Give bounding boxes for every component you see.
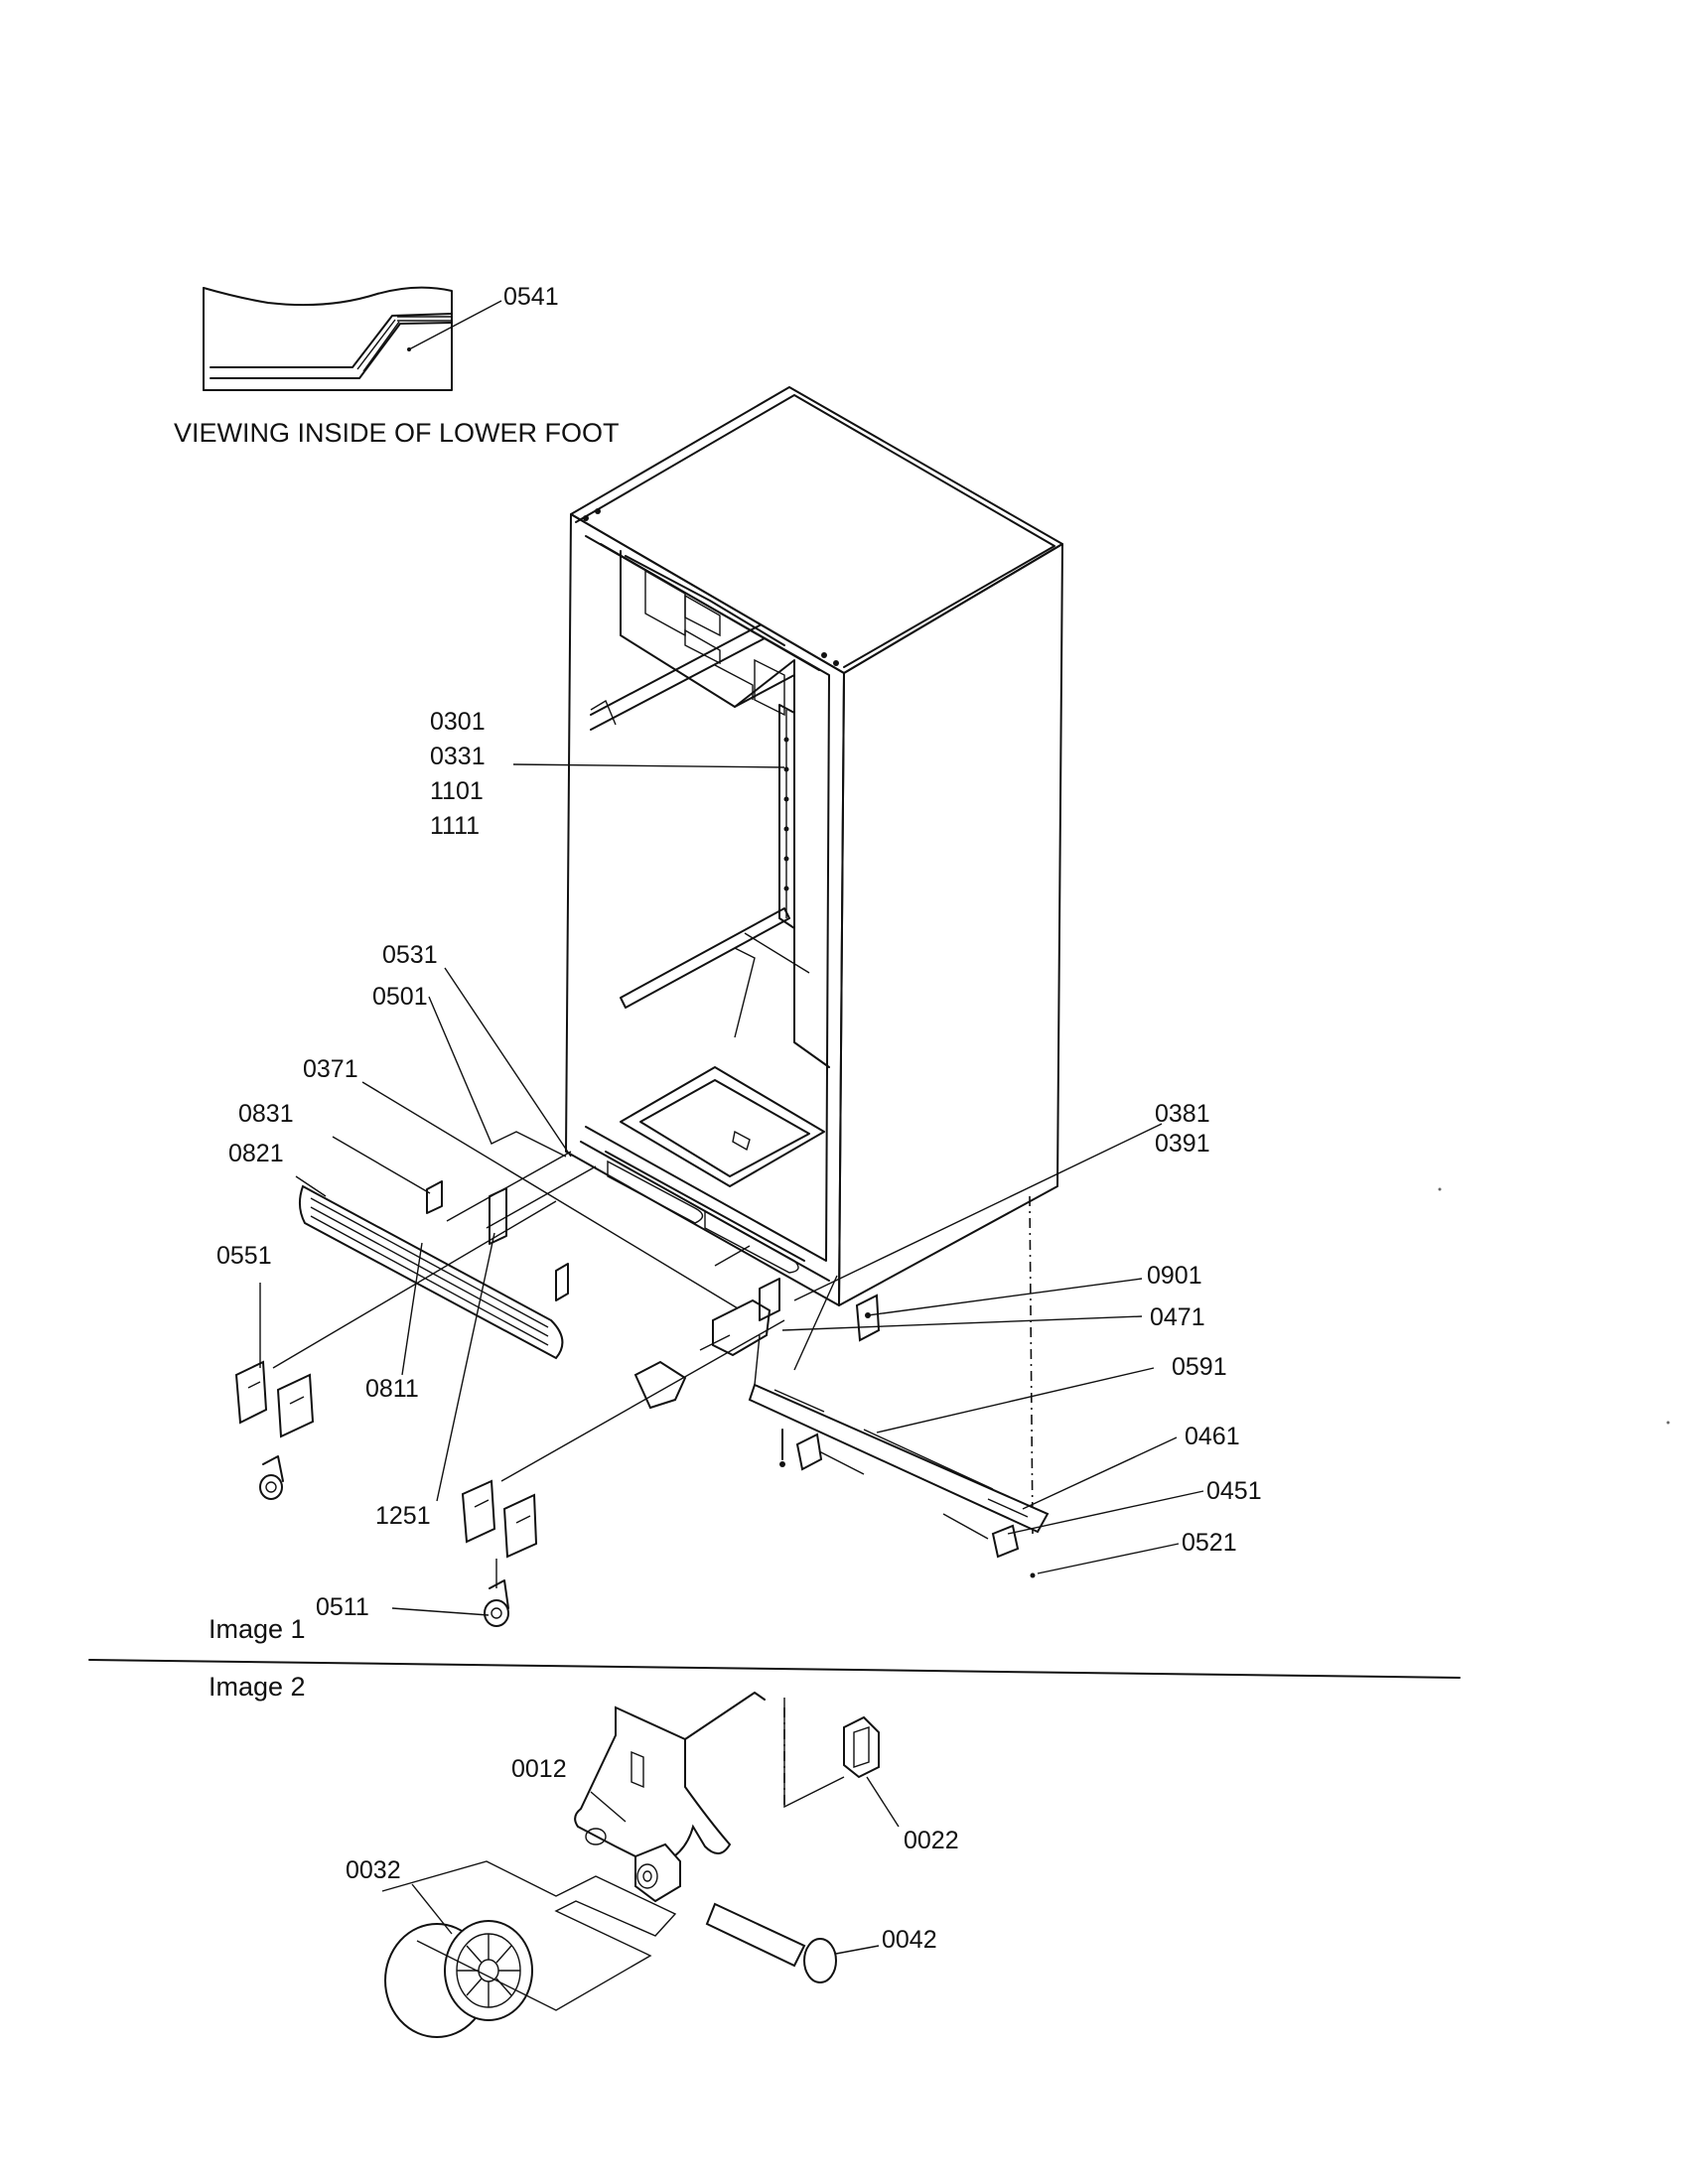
callout-0531: 0531 <box>382 941 438 969</box>
leader-0301 <box>512 763 785 768</box>
section-divider <box>88 1659 1461 1679</box>
caster-0511-left <box>259 1455 284 1500</box>
callout-0371: 0371 <box>303 1055 358 1083</box>
callout-1111: 1111 <box>430 812 480 840</box>
callout-0032: 0032 <box>346 1856 401 1884</box>
callout-0541: 0541 <box>503 283 559 311</box>
refrigerator-cabinet <box>565 386 1063 1535</box>
assembly-lines-image2 <box>381 1698 845 2011</box>
callout-0831: 0831 <box>238 1100 294 1128</box>
callout-0521: 0521 <box>1182 1529 1237 1557</box>
scan-mark <box>1666 1421 1670 1425</box>
rear-left-bracket <box>234 1360 315 1438</box>
lower-foot-inset <box>203 286 502 391</box>
callout-0511: 0511 <box>316 1593 369 1621</box>
callout-0022: 0022 <box>904 1827 959 1854</box>
callout-0012: 0012 <box>511 1755 567 1783</box>
callout-0811: 0811 <box>365 1375 419 1403</box>
bottom-rail-0591 <box>748 1383 1050 1534</box>
callout-1251: 1251 <box>375 1502 431 1530</box>
rail-holes <box>783 737 789 891</box>
callout-0301: 0301 <box>430 708 486 736</box>
image1-label: Image 1 <box>209 1614 306 1644</box>
assembly-lines <box>272 1151 838 1482</box>
leaders-image1 <box>259 967 1204 1616</box>
callout-0471: 0471 <box>1150 1303 1205 1331</box>
clip-0831 <box>426 1180 443 1214</box>
callout-0331: 0331 <box>430 743 486 770</box>
inset-caption: VIEWING INSIDE OF LOWER FOOT <box>174 418 620 448</box>
image2-label: Image 2 <box>209 1672 306 1702</box>
callout-0591: 0591 <box>1172 1353 1227 1381</box>
callout-0821: 0821 <box>228 1140 284 1167</box>
callout-0901: 0901 <box>1147 1262 1202 1290</box>
caster-wheel-0032 <box>384 1920 533 2038</box>
scan-mark <box>1438 1187 1442 1191</box>
caster-housing <box>634 1843 681 1903</box>
leaders-image2 <box>411 1776 900 1955</box>
clip-0022 <box>843 1715 880 1779</box>
callout-0501: 0501 <box>372 983 428 1011</box>
kick-plate-grille <box>299 1184 564 1360</box>
callout-0391: 0391 <box>1155 1130 1210 1158</box>
caster-0511-front <box>484 1559 509 1627</box>
cover-0371 <box>633 1360 687 1410</box>
front-bracket <box>461 1479 538 1559</box>
axle-pin-0042 <box>705 1902 837 1983</box>
callout-0461: 0461 <box>1185 1423 1240 1450</box>
wheel-cylinder-0451-b <box>991 1524 1020 1559</box>
wheel-cylinder-0451-a <box>795 1433 823 1471</box>
callout-0551: 0551 <box>216 1242 272 1270</box>
callout-0042: 0042 <box>882 1926 937 1954</box>
callout-0451: 0451 <box>1206 1477 1262 1505</box>
callout-1101: 1101 <box>430 777 484 805</box>
caster-bracket-0012 <box>574 1692 766 1868</box>
callout-0381: 0381 <box>1155 1100 1210 1128</box>
